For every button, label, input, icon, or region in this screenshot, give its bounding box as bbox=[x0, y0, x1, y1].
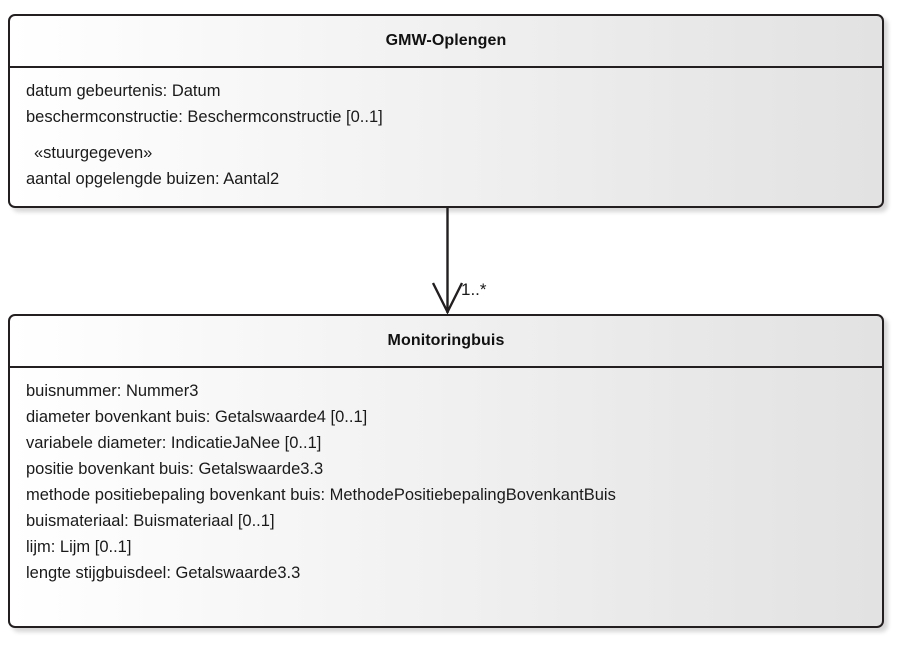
class-attribute: variabele diameter: IndicatieJaNee [0..1… bbox=[26, 434, 322, 452]
class-header-gmw-oplengen: GMW-Oplengen bbox=[10, 16, 882, 68]
class-attribute: buismateriaal: Buismateriaal [0..1] bbox=[26, 512, 275, 530]
class-attribute: diameter bovenkant buis: Getalswaarde4 [… bbox=[26, 408, 368, 426]
class-attribute: positie bovenkant buis: Getalswaarde3.3 bbox=[26, 460, 324, 478]
class-attribute: beschermconstructie: Beschermconstructie… bbox=[26, 108, 383, 126]
class-attribute: aantal opgelengde buizen: Aantal2 bbox=[26, 170, 280, 188]
class-attribute: datum gebeurtenis: Datum bbox=[26, 82, 221, 100]
class-attribute: buisnummer: Nummer3 bbox=[26, 382, 199, 400]
arrowhead-open-icon bbox=[431, 282, 464, 315]
class-attributes-monitoringbuis: buisnummer: Nummer3 diameter bovenkant b… bbox=[10, 368, 882, 586]
class-attributes-gmw-oplengen: datum gebeurtenis: Datum beschermconstru… bbox=[10, 68, 882, 192]
association-multiplicity-label: 1..* bbox=[461, 280, 487, 299]
class-attribute: methode positiebepaling bovenkant buis: … bbox=[26, 486, 616, 504]
class-name-monitoringbuis: Monitoringbuis bbox=[387, 332, 505, 349]
class-box-gmw-oplengen[interactable]: GMW-Oplengen datum gebeurtenis: Datum be… bbox=[8, 14, 884, 208]
class-attribute: lengte stijgbuisdeel: Getalswaarde3.3 bbox=[26, 564, 301, 582]
class-box-monitoringbuis[interactable]: Monitoringbuis buisnummer: Nummer3 diame… bbox=[8, 314, 884, 628]
class-header-monitoringbuis: Monitoringbuis bbox=[10, 316, 882, 368]
class-name-gmw-oplengen: GMW-Oplengen bbox=[385, 32, 507, 49]
class-attribute: lijm: Lijm [0..1] bbox=[26, 538, 132, 556]
class-attribute-stereotype: «stuurgegeven» bbox=[34, 144, 153, 162]
